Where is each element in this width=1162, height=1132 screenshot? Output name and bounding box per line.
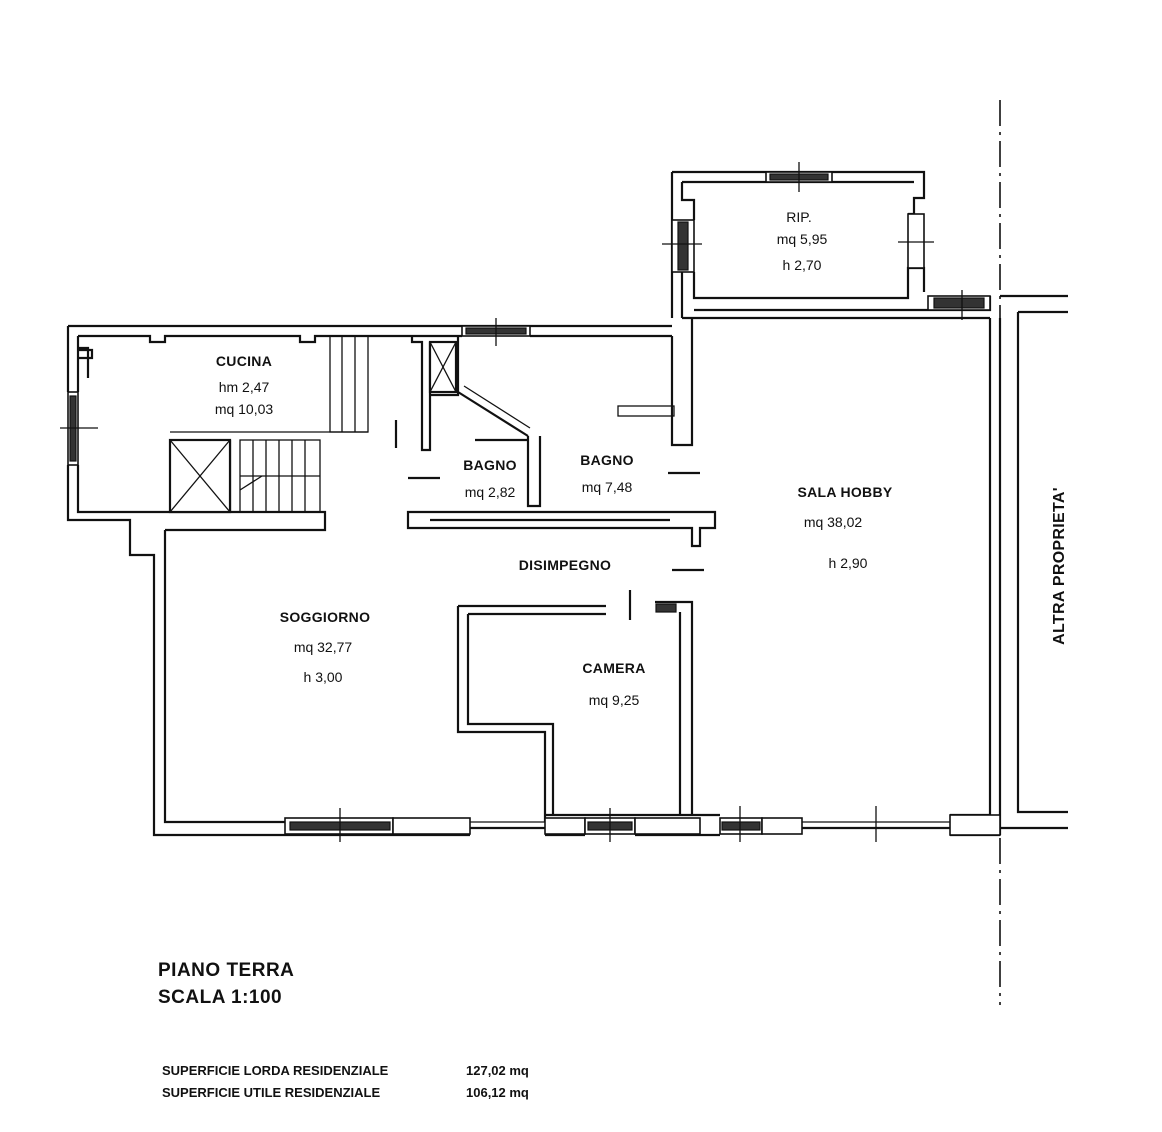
room-camera: CAMERA mq 9,25 xyxy=(582,660,645,708)
room-bagno-small-name: BAGNO xyxy=(463,457,517,473)
room-sala-hobby-area: mq 38,02 xyxy=(804,514,863,530)
room-camera-name: CAMERA xyxy=(582,660,645,676)
room-cucina-height: hm 2,47 xyxy=(219,379,270,395)
room-disimpegno: DISIMPEGNO xyxy=(519,557,611,573)
room-bagno-large: BAGNO mq 7,48 xyxy=(580,452,634,495)
room-rip: RIP. mq 5,95 h 2,70 xyxy=(777,209,828,273)
room-rip-height: h 2,70 xyxy=(783,257,822,273)
surface-lorda-label: SUPERFICIE LORDA RESIDENZIALE xyxy=(162,1063,389,1078)
plan-scale-title: SCALA 1:100 xyxy=(158,987,282,1008)
room-soggiorno: SOGGIORNO mq 32,77 h 3,00 xyxy=(280,609,371,685)
room-sala-hobby: SALA HOBBY mq 38,02 h 2,90 xyxy=(797,484,892,571)
fixtures xyxy=(168,335,704,620)
room-sala-hobby-name: SALA HOBBY xyxy=(797,484,892,500)
room-cucina-area: mq 10,03 xyxy=(215,401,274,417)
room-sala-hobby-height: h 2,90 xyxy=(829,555,868,571)
plan-floor-title: PIANO TERRA xyxy=(158,960,294,981)
room-cucina-name: CUCINA xyxy=(216,353,272,369)
surface-lorda-value: 127,02 mq xyxy=(466,1063,529,1078)
room-soggiorno-height: h 3,00 xyxy=(304,669,343,685)
room-rip-name: RIP. xyxy=(786,209,811,225)
surface-utile-value: 106,12 mq xyxy=(466,1085,529,1100)
room-disimpegno-name: DISIMPEGNO xyxy=(519,557,611,573)
room-rip-area: mq 5,95 xyxy=(777,231,828,247)
room-bagno-large-name: BAGNO xyxy=(580,452,634,468)
room-bagno-large-area: mq 7,48 xyxy=(582,479,633,495)
windows xyxy=(60,162,1001,842)
room-camera-area: mq 9,25 xyxy=(589,692,640,708)
room-soggiorno-area: mq 32,77 xyxy=(294,639,353,655)
room-soggiorno-name: SOGGIORNO xyxy=(280,609,371,625)
boundary-label: ALTRA PROPRIETA' xyxy=(1051,487,1068,645)
surface-utile-label: SUPERFICIE UTILE RESIDENZIALE xyxy=(162,1085,380,1100)
room-bagno-small: BAGNO mq 2,82 xyxy=(463,457,517,500)
room-bagno-small-area: mq 2,82 xyxy=(465,484,516,500)
room-cucina: CUCINA hm 2,47 mq 10,03 xyxy=(215,353,274,417)
